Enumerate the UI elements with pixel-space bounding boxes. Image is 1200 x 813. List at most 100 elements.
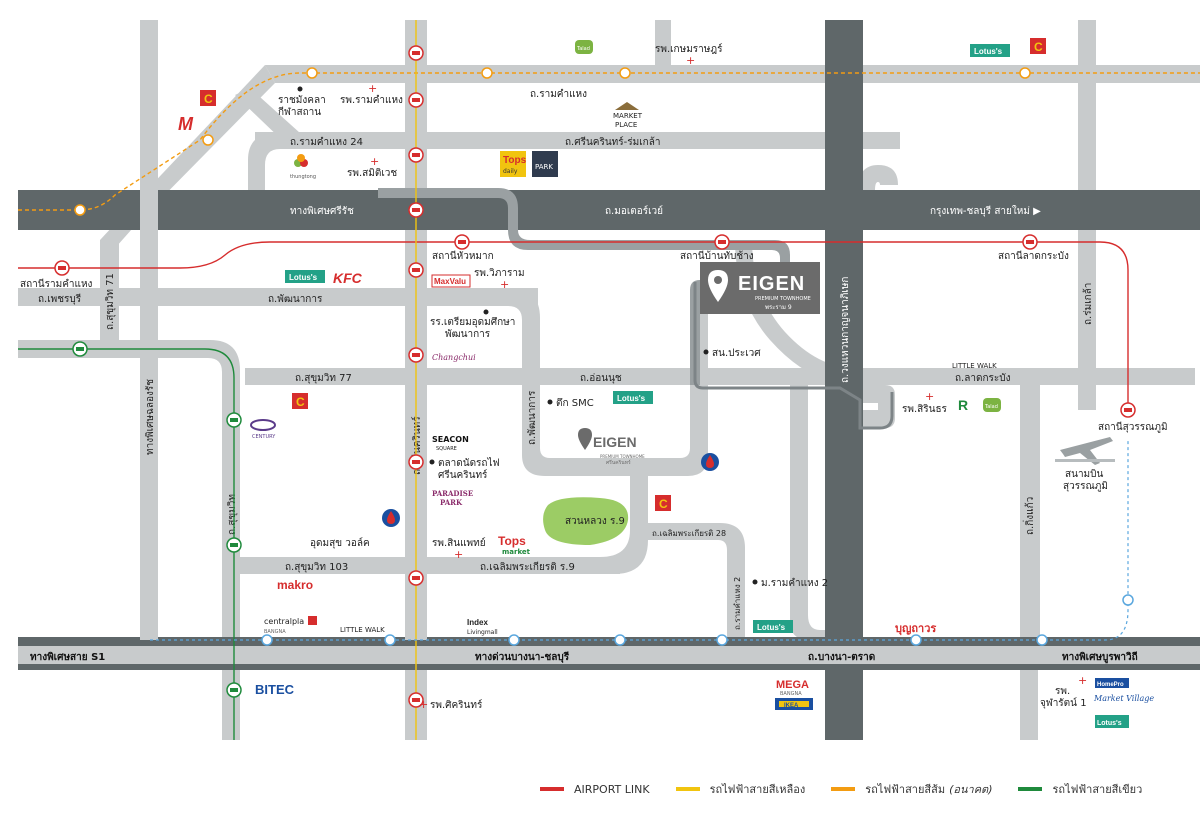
market-village-logo: Market Village <box>1093 694 1154 703</box>
svg-text:Lotus's: Lotus's <box>617 394 646 403</box>
svg-text:Lotus's: Lotus's <box>974 47 1003 56</box>
label-motorway-chonburi: กรุงเทพ-ชลบุรี สายใหม่ ▶ <box>930 205 1041 217</box>
svg-text:C: C <box>1034 40 1043 54</box>
place-prawet: สน.ประเวศ <box>712 348 761 359</box>
svg-text:Lotus's: Lotus's <box>757 623 786 632</box>
place-kilasathan: กีฬาสถาน <box>278 106 321 118</box>
label-chaloem28: ถ.เฉลิมพระเกียรติ 28 <box>652 529 726 538</box>
svg-text:HomePro: HomePro <box>1097 682 1124 688</box>
label-lat-krabang: ถ.ลาดกระบัง <box>955 373 1011 384</box>
road-kanchanaphisek <box>825 20 863 740</box>
the-mall-logo: M <box>178 114 194 134</box>
eigen-tagline-small: PREMIUM TOWNHOME <box>600 454 645 459</box>
legend-label: รถไฟฟ้าสายสีเหลือง <box>709 783 806 796</box>
station-hua-mak: สถานีหัวหมาก <box>432 250 494 262</box>
hospital-cross-icon: + <box>500 278 509 291</box>
interchange-east <box>863 385 895 428</box>
label-romklao: ถ.ร่มเกล้า <box>1082 283 1094 325</box>
eigen-main-marker[interactable]: EIGEN PREMIUM TOWNHOME พระราม 9 <box>700 262 820 314</box>
airport-rail-line <box>150 440 1129 641</box>
location-pin-icon <box>578 428 592 450</box>
label-burapha: ทางพิเศษบูรพาวิถี <box>1062 651 1138 664</box>
label-s1: ทางพิเศษสาย S1 <box>30 651 105 663</box>
place-sinphaet: รพ.สินแพทย์ <box>432 537 486 549</box>
bitec-logo: BITEC <box>255 682 295 697</box>
legend-swatch-yellow <box>675 787 700 791</box>
place-paradise-sub: PARK <box>440 498 463 507</box>
road-branch-24 <box>235 88 300 143</box>
road-chularat <box>1020 670 1038 740</box>
changchui-logo-icon: Changchui <box>432 353 476 362</box>
place-kasem-hospital: รพ.เกษมราษฎร์ <box>655 43 723 55</box>
label-sukhumvit71: ถ.สุขุมวิท 71 <box>105 273 116 330</box>
label-ram24: ถ.รามคำแหง 24 <box>290 137 363 148</box>
bigc-logo-3: C <box>292 393 308 409</box>
road-sukhumvit-103 <box>240 557 620 574</box>
road-bitec <box>222 670 240 740</box>
makro-logo: makro <box>277 578 313 592</box>
road-ubon-link <box>18 340 240 540</box>
hospital-cross-icon: + <box>368 82 377 95</box>
road-phatthanakan-south <box>522 385 708 476</box>
place-market-place: MARKET <box>613 112 643 120</box>
park-nong-bon <box>543 497 629 545</box>
label-bangna-trad: ถ.บางนา-ตราด <box>808 652 875 663</box>
label-chalong-rat: ทางพิเศษฉลองรัช <box>145 379 156 455</box>
pois: รพ.เกษมราษฎร์ + ราชมังคลา กีฬาสถาน + รพ.… <box>278 43 1087 711</box>
bigc-logo-2: C <box>1030 38 1046 54</box>
svg-text:thungtong: thungtong <box>290 174 316 180</box>
thungtong-logo: thungtong <box>290 154 316 180</box>
hospital-cross-icon: + <box>1078 674 1087 687</box>
talad-logo-1: Talad <box>575 40 593 54</box>
place-sirinthorn: รพ.สิรินธร <box>902 404 948 415</box>
svg-text:CENTURY: CENTURY <box>252 434 276 440</box>
place-seacon: SEACON <box>432 435 469 444</box>
place-ram-hospital: รพ.รามคำแหง <box>340 95 403 106</box>
road-motorway-loop <box>378 188 790 265</box>
svg-text:PARK: PARK <box>535 163 553 171</box>
label-kanchanaphisek: ถ.วงแหวนกาญจนาภิเษก <box>840 277 851 383</box>
ptt-fuel-icon-2 <box>701 453 719 471</box>
label-srinakarin-romklao: ถ.ศรีนครินทร์-ร่มเกล้า <box>565 136 660 148</box>
hospital-cross-icon: + <box>370 155 379 168</box>
label-motorway: ถ.มอเตอร์เวย์ <box>605 205 663 217</box>
svg-text:Talad: Talad <box>576 46 590 52</box>
svg-text:Talad: Talad <box>984 404 998 410</box>
place-vibharam: รพ.วิภาราม <box>474 268 525 279</box>
eigen-location: พระราม 9 <box>765 304 792 311</box>
maxvalu-logo: MaxValu <box>431 274 471 288</box>
road-ram2-curve <box>790 385 825 640</box>
place-smc: ตึก SMC <box>556 397 594 409</box>
bigc-logo-1: C <box>200 90 216 106</box>
station-suvarnabhumi: สถานีสุวรรณภูมิ <box>1098 421 1168 433</box>
station-ramkhamhaeng: สถานีรามคำแหง <box>20 278 93 290</box>
svg-text:daily: daily <box>503 168 518 175</box>
airport-link-stations <box>54 234 1136 418</box>
label-onnut: ถ.อ่อนนุช <box>580 373 622 384</box>
index-logo-sub: Livingmall <box>467 629 498 636</box>
road-chaloem-28 <box>648 523 745 640</box>
ikea-logo: IKEA <box>775 698 813 710</box>
legend-green-line: รถไฟฟ้าสายสีเขียว <box>1018 780 1142 798</box>
century-logo: CENTURY <box>250 419 276 440</box>
littlewalk-logo-2: LITTLE WALK <box>340 626 385 634</box>
svg-text:market: market <box>502 548 531 556</box>
label-phetchaburi: ถ.เพชรบุรี <box>38 293 82 305</box>
eigen-secondary-marker[interactable]: EIGEN PREMIUM TOWNHOME ศรีนครินทร์ <box>578 428 645 466</box>
svg-text:C: C <box>296 395 305 409</box>
major-roads <box>18 20 1200 740</box>
hospital-cross-icon: + <box>454 548 463 561</box>
station-lat-krabang: สถานีลาดกระบัง <box>998 250 1069 262</box>
svg-text:IKEA: IKEA <box>784 703 799 709</box>
orange-line-stations <box>74 67 1031 216</box>
green-line-stations <box>72 341 242 698</box>
place-market-place-sub: PLACE <box>615 121 637 129</box>
central-logo: centralpla <box>264 617 304 626</box>
homepro-logo: HomePro <box>1095 678 1129 688</box>
lotus-logo-1: Lotus's <box>970 44 1010 57</box>
location-pin-icon <box>708 270 728 302</box>
svg-text:C: C <box>204 92 213 106</box>
